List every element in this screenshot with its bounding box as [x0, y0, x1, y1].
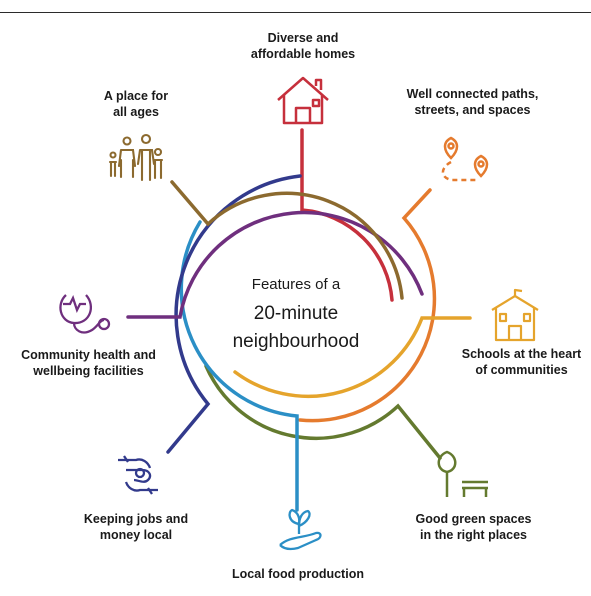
label-local-food: Local food production — [218, 566, 378, 582]
arc-ages — [170, 180, 404, 300]
top-rule — [0, 12, 591, 13]
center-title-line2: 20-minute — [253, 303, 339, 324]
school-icon — [491, 288, 539, 342]
label-diverse-homes-line2: affordable homes — [250, 47, 356, 61]
label-health-wellbeing-line1: Community health and — [21, 348, 156, 362]
label-green-spaces-line1: Good green spaces — [415, 512, 532, 526]
label-all-ages-line1: A place for — [103, 89, 169, 103]
label-connected-paths-line2: streets, and spaces — [414, 103, 531, 117]
label-diverse-homes-line1: Diverse and — [267, 31, 339, 45]
label-diverse-homes: Diverse and affordable homes — [228, 30, 378, 62]
map-pins-icon — [441, 136, 489, 182]
label-connected-paths-line1: Well connected paths, — [406, 87, 539, 101]
center-title-line3: neighbourhood — [232, 331, 360, 352]
center-title-line1: Features of a — [251, 276, 341, 293]
arc-homes — [300, 128, 394, 302]
label-all-ages-line2: all ages — [113, 105, 159, 119]
label-jobs-money-line1: Keeping jobs and — [83, 512, 189, 526]
label-schools-line2: of communities — [475, 363, 568, 377]
label-green-spaces-line2: in the right places — [420, 528, 527, 542]
arc-jobs — [166, 174, 302, 454]
arc-food — [179, 220, 299, 512]
label-health-wellbeing-line2: wellbeing facilities — [33, 364, 144, 378]
label-schools-line1: Schools at the heart — [461, 347, 582, 361]
label-local-food-line1: Local food production — [232, 567, 364, 581]
house-icon — [277, 76, 329, 125]
stethoscope-icon — [59, 294, 111, 334]
arc-paths — [298, 188, 437, 423]
family-icon — [108, 133, 164, 182]
label-all-ages: A place for all ages — [86, 88, 186, 120]
label-connected-paths: Well connected paths, streets, and space… — [385, 86, 560, 118]
label-schools: Schools at the heart of communities — [454, 346, 589, 378]
label-green-spaces: Good green spaces in the right places — [396, 511, 551, 543]
label-health-wellbeing: Community health and wellbeing facilitie… — [6, 347, 171, 379]
arc-health — [126, 210, 424, 319]
arc-schools — [233, 316, 472, 399]
label-jobs-money-line2: money local — [99, 528, 173, 542]
label-jobs-money: Keeping jobs and money local — [66, 511, 206, 543]
tree-bench-icon — [437, 450, 488, 497]
plant-in-hand-icon — [279, 508, 322, 551]
hands-exchange-icon — [118, 455, 158, 495]
